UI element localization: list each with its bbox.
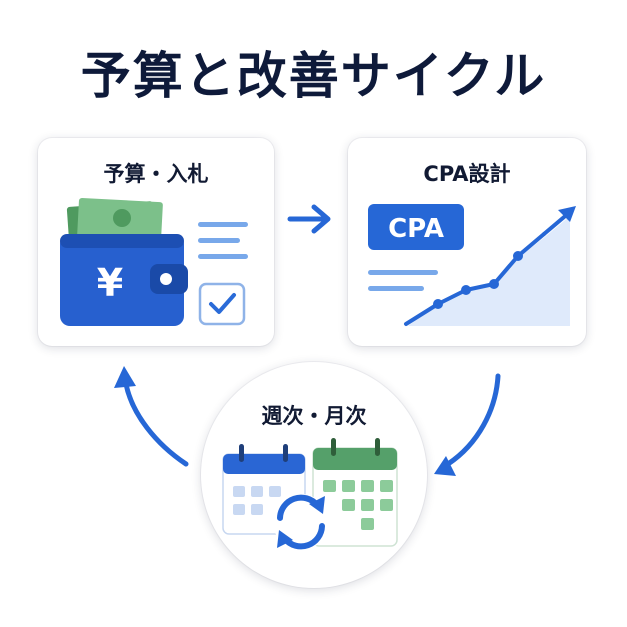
- cpa-card-title: CPA設計: [423, 162, 511, 186]
- budget-card-title: 予算・入札: [103, 162, 209, 186]
- cycle-card-title: 週次・月次: [261, 404, 367, 428]
- cpa-badge-label: CPA: [388, 214, 444, 244]
- arrow-down-left-icon: [434, 373, 501, 476]
- wallet-yen-icon: ¥: [60, 197, 248, 326]
- cpa-card: CPA設計 CPA: [348, 138, 586, 346]
- cycle-card: 週次・月次: [201, 362, 427, 588]
- arrow-right-icon: [287, 204, 331, 234]
- cpa-badge: [368, 204, 464, 250]
- yen-symbol: ¥: [97, 261, 123, 305]
- growth-chart-icon: CPA: [368, 204, 576, 326]
- arrow-up-left-icon: [114, 366, 189, 467]
- calendar-refresh-icon: [222, 438, 398, 550]
- page-title: 予算と改善サイクル: [80, 47, 547, 105]
- budget-card: 予算・入札 ¥: [38, 138, 274, 346]
